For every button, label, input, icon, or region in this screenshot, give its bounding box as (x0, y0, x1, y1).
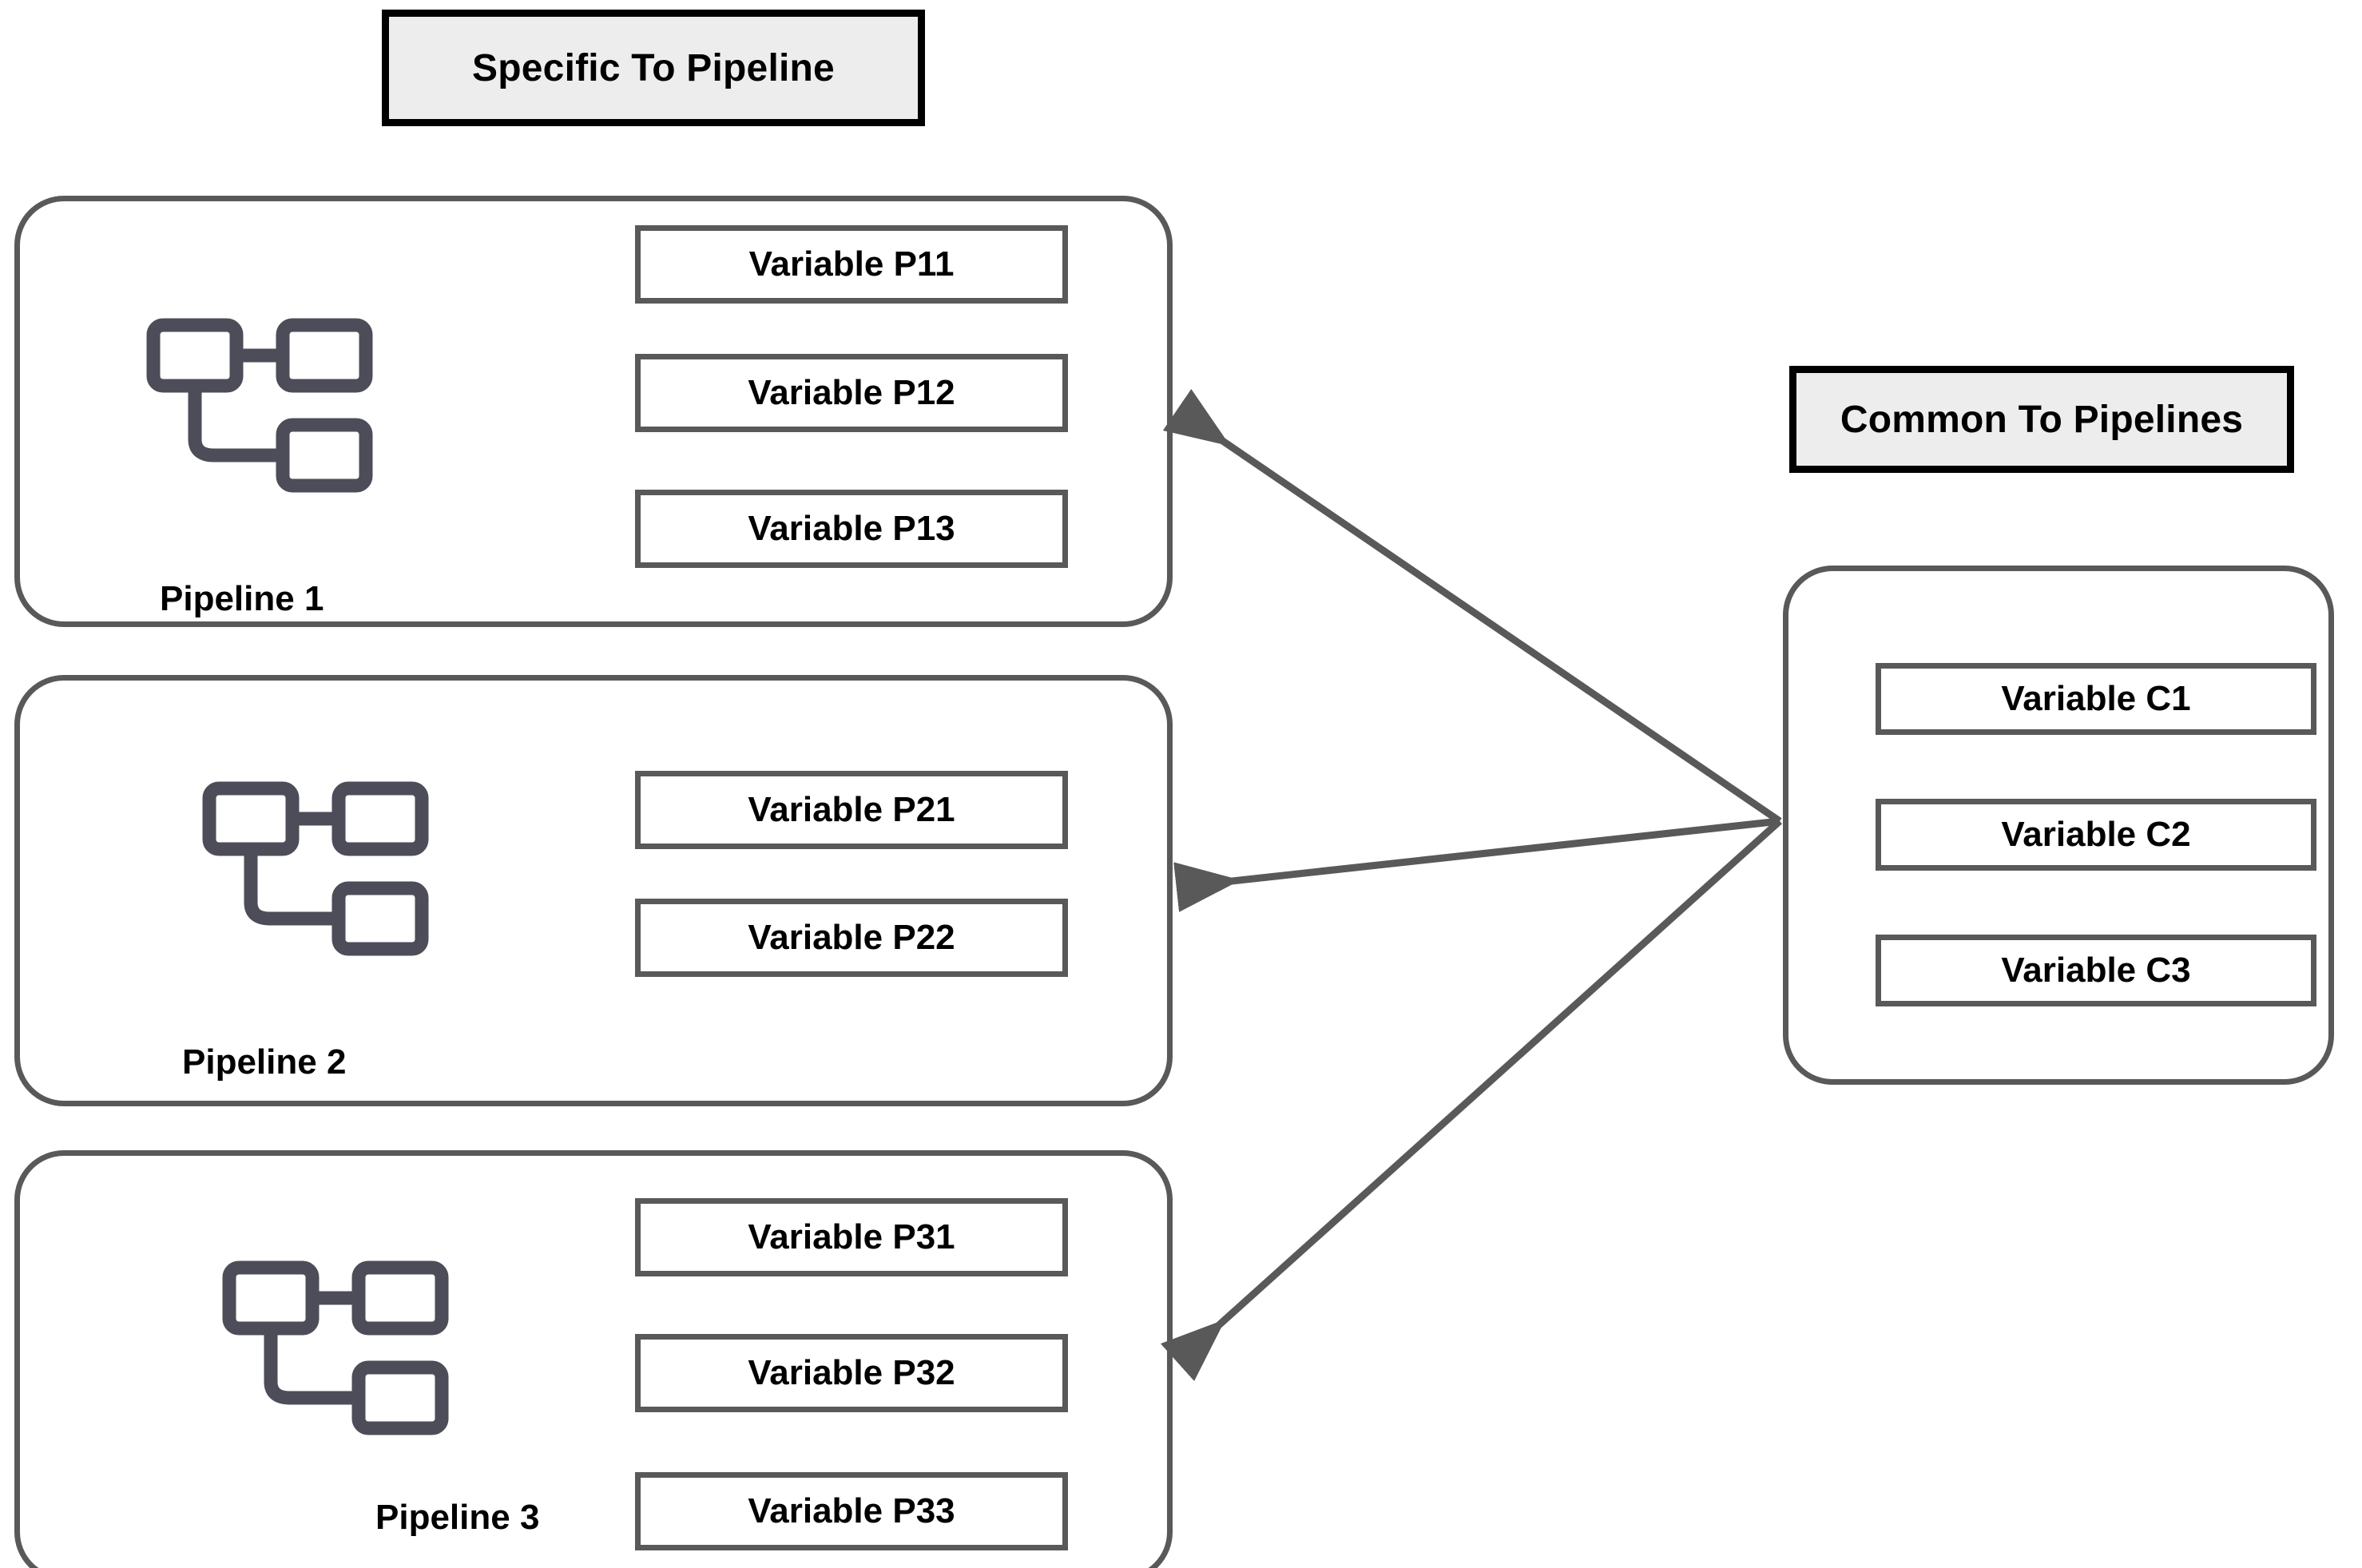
variable-box[interactable]: Variable P32 (635, 1334, 1068, 1412)
specific-to-pipeline-label: Specific To Pipeline (472, 46, 835, 89)
arrow-to-pipeline-1 (1162, 388, 1782, 824)
variable-label: Variable C3 (2001, 951, 2191, 990)
variable-box[interactable]: Variable P31 (635, 1198, 1068, 1276)
variable-box[interactable]: Variable C2 (1876, 799, 2316, 871)
variable-label: Variable P13 (748, 509, 955, 548)
variable-box[interactable]: Variable P22 (635, 899, 1068, 977)
pipeline-nodes-icon (202, 781, 429, 956)
variable-label: Variable C2 (2001, 815, 2191, 854)
variable-label: Variable P11 (748, 244, 955, 284)
variable-box[interactable]: Variable C3 (1876, 935, 2316, 1006)
pipeline-nodes-icon (146, 318, 373, 493)
variable-box[interactable]: Variable P12 (635, 354, 1068, 432)
variable-box[interactable]: Variable P33 (635, 1472, 1068, 1550)
common-to-pipelines-banner: Common To Pipelines (1789, 366, 2294, 473)
pipeline-2-group[interactable] (14, 675, 1173, 1106)
variable-box[interactable]: Variable P11 (635, 225, 1068, 304)
variable-label: Variable P22 (748, 918, 955, 957)
pipeline-1-label: Pipeline 1 (160, 579, 324, 618)
specific-to-pipeline-banner: Specific To Pipeline (382, 10, 925, 126)
variable-label: Variable C1 (2001, 679, 2191, 718)
variable-box[interactable]: Variable P13 (635, 490, 1068, 568)
variable-box[interactable]: Variable P21 (635, 771, 1068, 849)
arrow-to-pipeline-2 (1173, 817, 1780, 912)
variable-label: Variable P33 (748, 1491, 955, 1530)
pipeline-nodes-icon (222, 1260, 449, 1435)
variable-label: Variable P32 (748, 1353, 955, 1392)
pipeline-2-label: Pipeline 2 (182, 1042, 347, 1082)
variable-label: Variable P12 (748, 373, 955, 412)
pipeline-3-label: Pipeline 3 (375, 1498, 540, 1537)
variable-label: Variable P21 (748, 790, 955, 829)
variable-box[interactable]: Variable C1 (1876, 663, 2316, 735)
common-to-pipelines-label: Common To Pipelines (1840, 398, 2244, 441)
arrow-to-pipeline-3 (1160, 818, 1783, 1382)
variable-label: Variable P31 (748, 1217, 955, 1256)
